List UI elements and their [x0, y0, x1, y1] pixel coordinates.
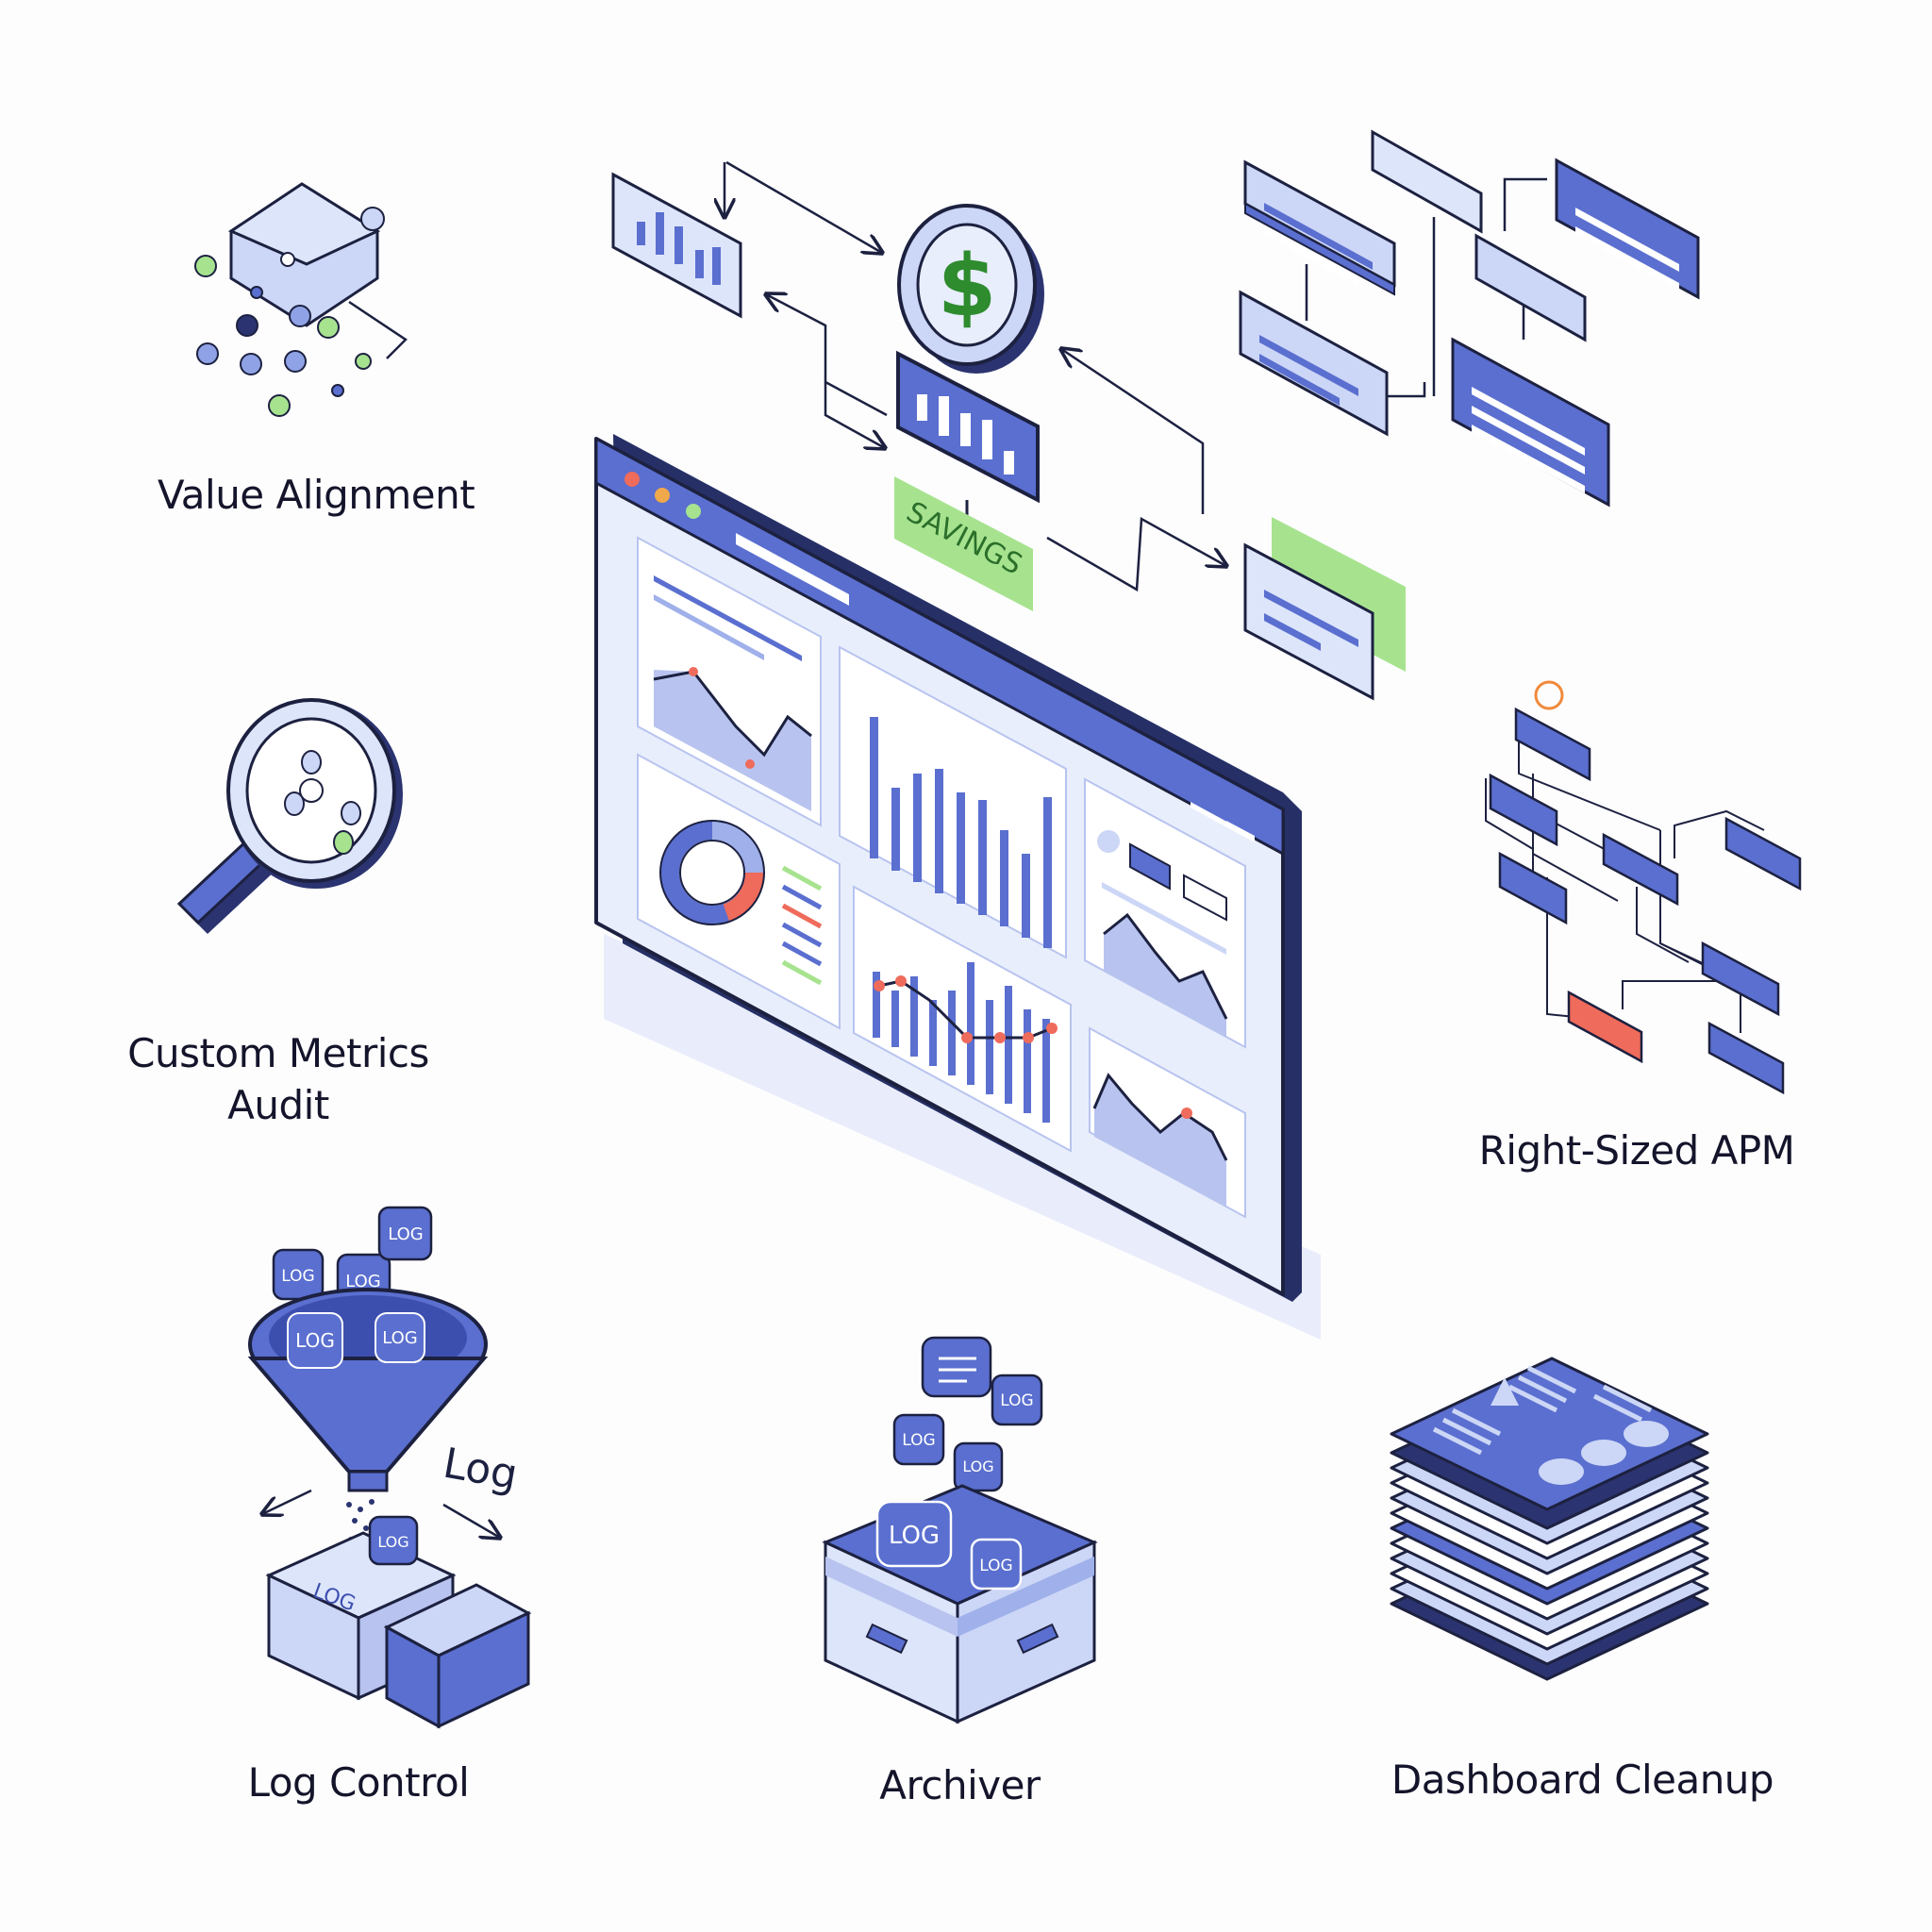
data-points-icon — [194, 182, 408, 417]
log-cube-label: LOG — [377, 1533, 408, 1551]
label-value-alignment: Value Alignment — [157, 472, 475, 518]
label-dashboard-cleanup: Dashboard Cleanup — [1391, 1757, 1774, 1803]
log-cube-label: LOG — [979, 1557, 1012, 1575]
dashboard-stack-icon — [1390, 1357, 1709, 1681]
log-cube-label: LOG — [345, 1272, 381, 1291]
label-log-control: Log Control — [247, 1759, 470, 1806]
label-archiver: Archiver — [879, 1762, 1041, 1808]
label-custom-metrics-audit-line1: Custom Metrics — [127, 1030, 429, 1076]
label-custom-metrics-audit-line2: Audit — [227, 1082, 329, 1128]
cost-flow-diagram: $ SAVINGS — [611, 160, 1406, 701]
dashboard-window-icon — [594, 434, 1321, 1340]
log-cube-label: LOG — [281, 1267, 314, 1286]
log-cube-label: LOG — [889, 1522, 940, 1550]
trace-tree-icon — [1485, 680, 1802, 1095]
log-cube-label: LOG — [962, 1457, 993, 1475]
label-right-sized-apm: Right-Sized APM — [1478, 1127, 1795, 1174]
dollar-coin-icon: $ — [938, 237, 997, 336]
log-cube-label: LOG — [382, 1328, 418, 1348]
log-cube-label: LOG — [902, 1431, 935, 1450]
magnifier-icon — [176, 698, 403, 934]
logs-handwritten-label: Log — [440, 1440, 521, 1500]
log-cube-label: LOG — [295, 1329, 335, 1352]
log-cube-label: LOG — [388, 1224, 424, 1244]
log-cube-label: LOG — [1000, 1391, 1033, 1410]
funnel-icon: LOG LOG LOG LOG LOG Log LOG LOG — [247, 1206, 532, 1729]
archive-box-icon: LOG LOG LOG LOG LOG — [822, 1336, 1098, 1724]
node-graph-icon — [1239, 129, 1700, 508]
